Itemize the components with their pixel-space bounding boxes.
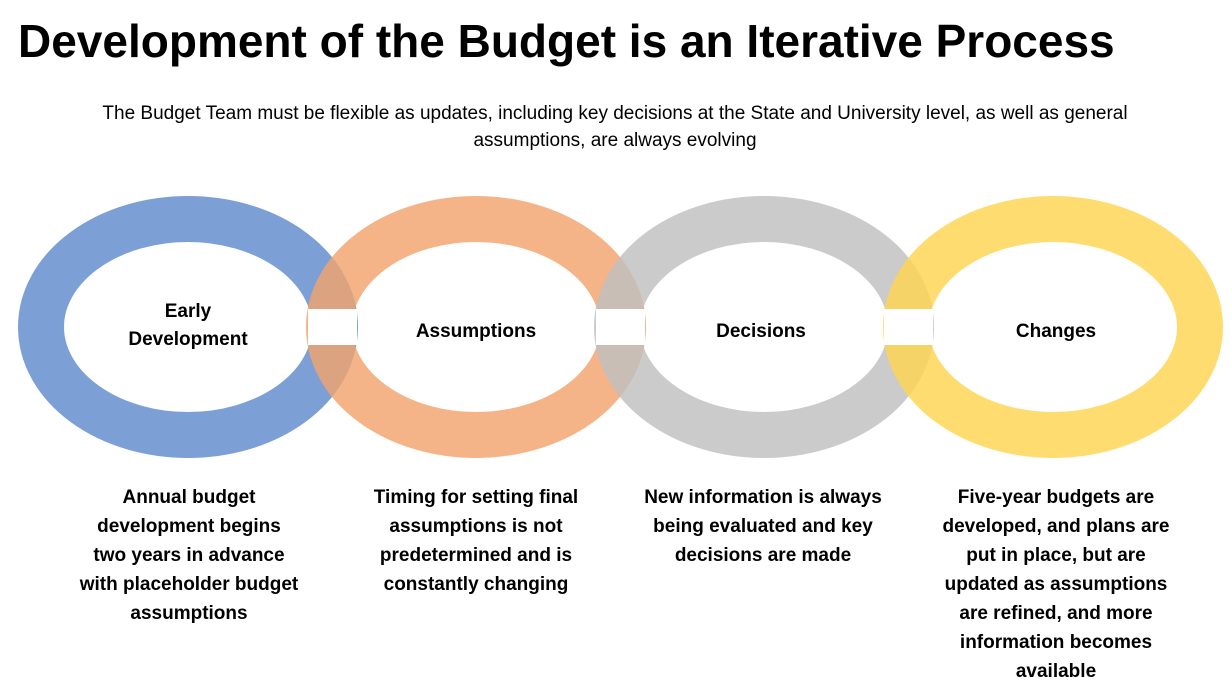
stage-description-assumptions: Timing for setting final assumptions is … [373,487,579,595]
stage-label-changes: Changes [1015,321,1097,342]
stage-label-early-development: Early Development [128,301,248,350]
ring-link-gap [308,309,357,345]
stage-description-early-development: Annual budget development begins two yea… [79,487,299,624]
stage-label-decisions: Decisions [716,321,806,342]
stage-description-decisions: New information is always being evaluate… [644,487,882,566]
stage-description-changes: Five-year budgets are developed, and pla… [942,487,1170,682]
ring-link-gap [596,309,645,345]
page-title: Development of the Budget is an Iterativ… [18,15,1115,67]
ring-link-gap [884,309,933,345]
stage-label-assumptions: Assumptions [415,321,537,342]
subtitle: The Budget Team must be flexible as upda… [102,103,1128,151]
